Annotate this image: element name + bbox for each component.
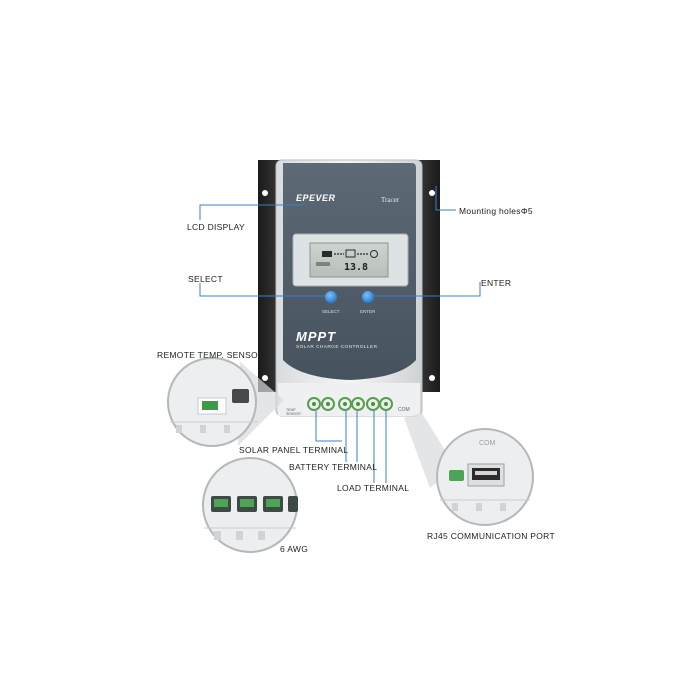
model-label: Tracer [381,196,400,204]
terminal-blocks [307,397,393,411]
zoom-com-label: COM [479,440,496,447]
remote-sensor-zoom [167,357,284,447]
enter-caption: ENTER [360,309,376,314]
callout-battery-terminal: BATTERY TERMINAL [289,462,378,472]
product-subtitle: SOLAR CHARGE CONTROLLER [296,345,378,350]
callout-lines [199,186,481,483]
enter-button-graphic [362,291,374,303]
callout-lcd-display: LCD DISPLAY [187,222,245,232]
select-caption: SELECT [322,309,340,314]
select-button-graphic [325,291,337,303]
lcd-reading: 13.8 [344,262,369,273]
callout-6-awg: 6 AWG [280,544,309,554]
callout-remote-temp-sensor: REMOTE TEMP. SENSOR [157,350,265,360]
awg-terminal-zoom [202,457,298,553]
temp-sensor-caption: TEMP SENSOR [286,408,301,416]
callout-select: SELECT [188,274,223,284]
mppt-title: MPPT [296,329,337,344]
callout-enter: ENTER [481,278,512,288]
callout-mounting-holes: Mounting holesΦ5 [459,206,533,216]
callout-rj45-port: RJ45 COMMUNICATION PORT [427,531,555,541]
callout-solar-panel-terminal: SOLAR PANEL TERMINAL [239,445,349,455]
com-port-caption: COM [398,407,410,413]
brand-logo: EPEVER [296,193,336,203]
callout-load-terminal: LOAD TERMINAL [337,483,410,493]
rj45-zoom [404,413,534,526]
